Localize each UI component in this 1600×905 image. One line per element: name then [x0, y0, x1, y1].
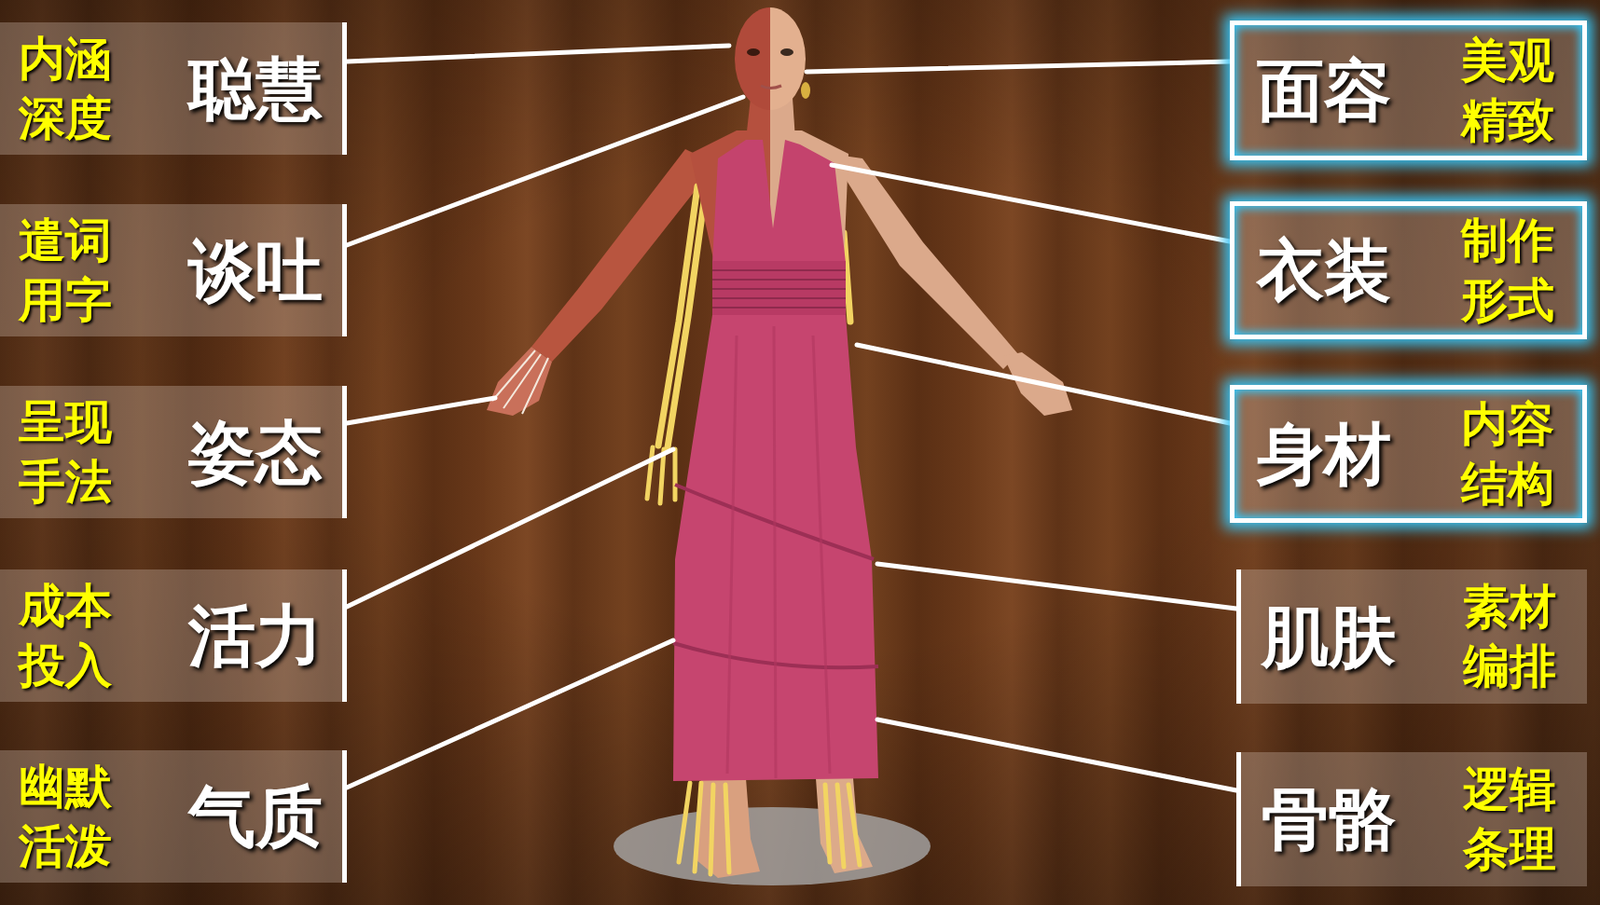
leader-line: [346, 96, 744, 246]
head-skin: [770, 7, 806, 111]
leader-line: [346, 640, 674, 788]
main-label: 肌肤: [1261, 599, 1411, 675]
right-foot: [815, 778, 873, 874]
feet: [678, 778, 873, 879]
sub-label: 美观 精致: [1461, 30, 1559, 151]
label-box: 幽默 活泼气质: [0, 750, 347, 883]
platform: [613, 807, 931, 886]
label-box: 骨骼逻辑 条理: [1236, 752, 1587, 887]
leader-lines: [346, 45, 1237, 791]
head: [734, 7, 811, 111]
eye: [746, 48, 760, 56]
waist-band: [712, 261, 846, 316]
sub-label: 素材 编排: [1462, 577, 1560, 697]
leader-line: [346, 449, 674, 607]
smocking: [712, 270, 846, 308]
earring: [800, 82, 811, 99]
label-box: 内涵 深度聪慧: [0, 22, 347, 155]
right-arm: [829, 153, 1019, 370]
left-foot-bones: [678, 783, 730, 875]
main-label: 身材: [1256, 416, 1407, 492]
bodice: [712, 139, 846, 263]
main-label: 姿态: [188, 414, 338, 490]
leader-line: [806, 61, 1230, 72]
label-box: 肌肤素材 编排: [1236, 569, 1587, 704]
head-muscle: [734, 7, 771, 111]
leader-line: [877, 719, 1237, 791]
foot-bones: [678, 783, 860, 875]
sub-label: 幽默 活泼: [18, 757, 116, 877]
main-label: 气质: [188, 779, 338, 855]
right-foot-bones: [825, 785, 860, 868]
leader-line: [877, 564, 1237, 609]
sub-label: 内容 结构: [1461, 394, 1559, 514]
label-box: 衣装制作 形式: [1229, 201, 1587, 340]
leader-line: [831, 165, 1230, 242]
skirt: [673, 315, 879, 782]
left-hand: [486, 346, 552, 416]
sub-label: 逻辑 条理: [1462, 759, 1560, 880]
skirt-folds: [727, 326, 830, 779]
sub-label: 内涵 深度: [18, 28, 116, 149]
leader-line: [346, 398, 496, 424]
leader-line: [856, 344, 1230, 424]
leader-line: [346, 45, 730, 62]
label-box: 身材内容 结构: [1229, 385, 1587, 524]
label-box: 遣词 用字谈吐: [0, 204, 347, 337]
sub-label: 制作 形式: [1461, 210, 1559, 331]
main-label: 聪慧: [188, 51, 338, 126]
label-box: 呈现 手法姿态: [0, 386, 347, 519]
eye: [780, 48, 794, 56]
main-label: 面容: [1256, 53, 1407, 128]
main-label: 谈吐: [188, 233, 338, 308]
sub-label: 遣词 用字: [18, 210, 116, 331]
main-label: 活力: [188, 598, 338, 674]
label-box: 成本 投入活力: [0, 569, 347, 703]
torso: [689, 97, 849, 263]
sub-label: 呈现 手法: [18, 392, 116, 512]
sub-label: 成本 投入: [18, 576, 116, 696]
label-box: 面容美观 精致: [1229, 20, 1587, 161]
mouth: [760, 85, 782, 89]
main-label: 骨骼: [1261, 782, 1411, 857]
main-label: 衣装: [1256, 233, 1407, 308]
dress: [673, 139, 879, 782]
hand-tendons: [492, 350, 549, 414]
